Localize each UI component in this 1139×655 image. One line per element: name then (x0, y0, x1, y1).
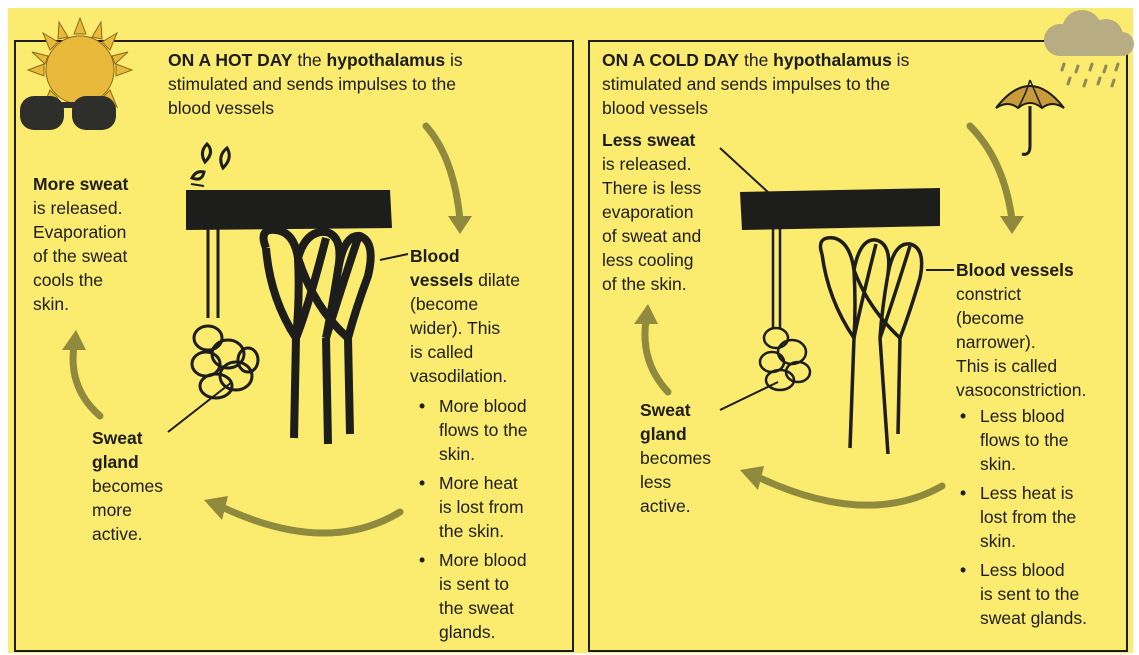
cold-arrowhead-top (1000, 216, 1024, 234)
skin-surface (740, 188, 940, 230)
cold-arrowhead-bottom (740, 466, 764, 490)
sweat-gland-coil (760, 328, 810, 390)
sweat-pointer-line (720, 148, 770, 194)
gland-pointer-line (720, 382, 778, 410)
cold-skin-illustration (8, 8, 1133, 648)
cold-arrow-left (645, 320, 668, 392)
cold-arrowhead-left (634, 304, 658, 324)
cold-arrow-bottom (760, 478, 942, 505)
diagram-canvas: ON A HOT DAY the hypothalamus is stimula… (8, 8, 1133, 653)
constricted-blood-vessels (821, 238, 922, 454)
cold-arrow-top (970, 126, 1012, 220)
